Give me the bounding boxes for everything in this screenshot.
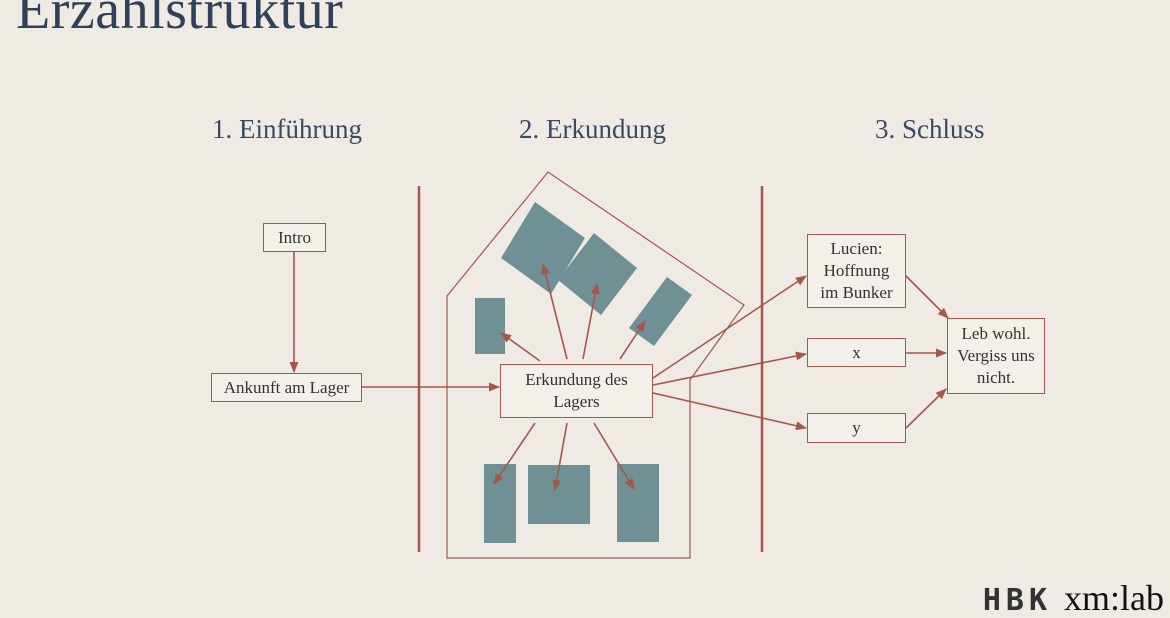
node-intro: Intro [263,223,326,252]
building-block [501,202,585,294]
arrow-to-building [552,422,568,492]
building-block [617,464,659,542]
xmlab-logo: xm:lab [1064,578,1164,618]
arrow-erkundung-y [652,392,808,431]
building-block [558,233,637,315]
node-x: x [807,338,906,367]
arrow-to-building [619,320,646,360]
page-title: Erzahlstruktur [16,0,344,41]
arrow-to-building [593,422,635,490]
section-heading-einfuehrung: 1. Einführung [212,114,362,144]
section-heading-erkundung: 2. Erkundung [519,114,666,144]
arrow-to-building [493,422,536,485]
node-erkundung-des-lagers: Erkundung des Lagers [500,364,653,418]
camp-outline [446,171,745,559]
arrow-erkundung-lucien [652,275,807,379]
building-block [629,277,692,346]
building-block [475,298,505,354]
arrow-erkundung-x [652,351,808,386]
node-lucien: Lucien: Hoffnung im Bunker [807,234,906,308]
arrow-to-building [582,282,600,360]
arrow-y-lebwohl [905,388,947,429]
node-leb-wohl: Leb wohl. Vergiss uns nicht. [947,318,1045,394]
arrow-to-building [541,262,568,360]
node-y: y [807,413,906,443]
building-block [528,465,590,524]
footer-logos: HBK xm:lab [983,580,1164,616]
arrow-lucien-lebwohl [905,275,949,319]
node-ankunft-am-lager: Ankunft am Lager [211,373,362,402]
section-heading-schluss: 3. Schluss [875,114,985,144]
hbk-logo: HBK [982,583,1053,618]
arrow-to-building [500,332,541,362]
